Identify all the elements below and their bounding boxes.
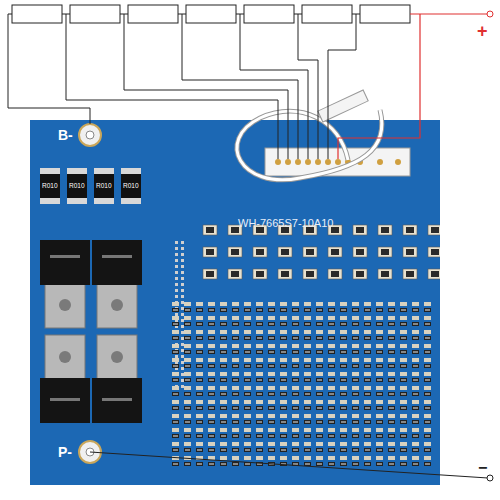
pad-label: P-: [58, 445, 72, 459]
negative-terminal: [487, 475, 493, 481]
pcb-board: [30, 120, 440, 485]
mosfets: [40, 240, 142, 423]
positive-wire: [338, 14, 488, 159]
resistor-value: R010: [42, 183, 58, 190]
pad-label: B-: [58, 128, 73, 142]
b-minus-pad: [79, 124, 101, 146]
resistor-value: R010: [123, 183, 139, 190]
battery-cells: [12, 5, 410, 23]
positive-terminal: [487, 11, 493, 17]
shunt-resistors: [40, 168, 141, 204]
cell-wires: [8, 14, 488, 478]
resistor-value: R010: [69, 183, 85, 190]
smd-components: [200, 222, 440, 288]
resistor-value: R010: [96, 183, 112, 190]
smd-components: [170, 300, 435, 470]
terminal-sign: +: [477, 22, 488, 40]
board-model: WH-7665S7-10A10: [238, 218, 333, 229]
terminal-sign: −: [478, 460, 487, 476]
